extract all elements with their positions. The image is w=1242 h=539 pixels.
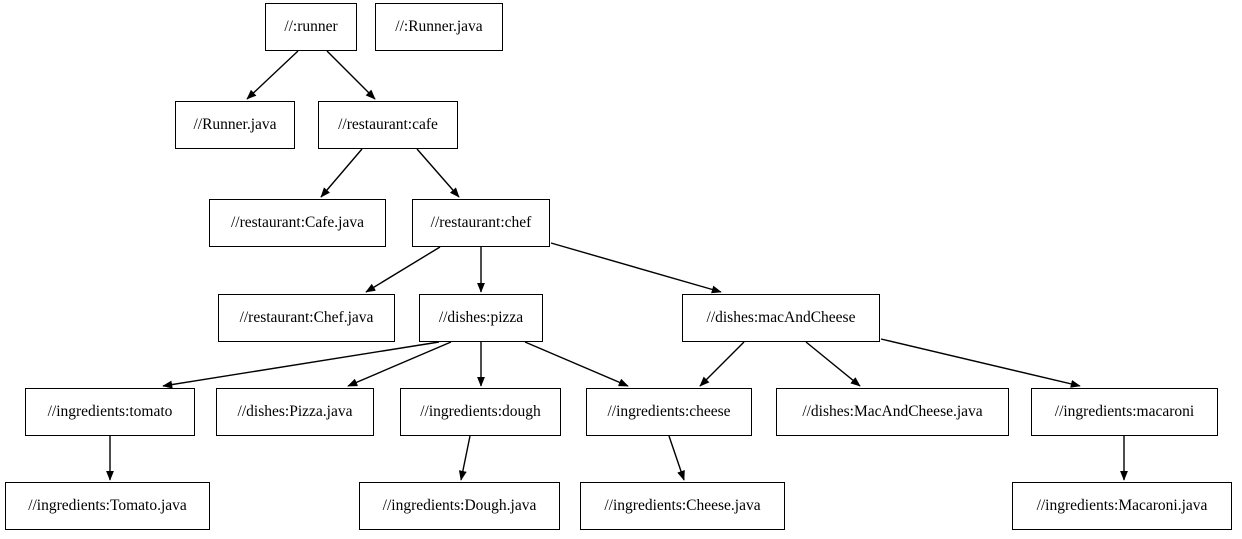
graph-node-label: //:runner bbox=[284, 18, 338, 36]
graph-edge-mac_and_cheese-to-mac_and_cheese_java bbox=[805, 341, 861, 387]
graph-edge-pizza-to-cheese bbox=[524, 341, 629, 387]
graph-node-runner[interactable]: //:runner bbox=[265, 3, 357, 51]
graph-node-label: //ingredients:tomato bbox=[47, 403, 173, 421]
graph-node-label: //Runner.java bbox=[193, 116, 277, 134]
graph-node-runner_java[interactable]: //Runner.java bbox=[175, 101, 295, 149]
graph-node-pizza_java[interactable]: //dishes:Pizza.java bbox=[216, 388, 374, 436]
graph-node-label: //restaurant:chef bbox=[430, 214, 532, 232]
graph-node-label: //dishes:macAndCheese bbox=[706, 309, 856, 327]
graph-edge-chef-to-chef_java bbox=[365, 246, 441, 293]
graph-node-macaroni[interactable]: //ingredients:macaroni bbox=[1031, 388, 1218, 436]
graph-edge-pizza-to-pizza_java bbox=[347, 341, 452, 387]
graph-node-cafe[interactable]: //restaurant:cafe bbox=[318, 101, 458, 149]
graph-edge-chef-to-mac_and_cheese bbox=[550, 242, 722, 294]
graph-node-label: //ingredients:cheese bbox=[607, 403, 731, 421]
graph-node-label: //dishes:MacAndCheese.java bbox=[802, 403, 983, 421]
graph-node-label: //restaurant:cafe bbox=[338, 116, 438, 134]
graph-node-cheese[interactable]: //ingredients:cheese bbox=[586, 388, 752, 436]
graph-node-label: //dishes:pizza bbox=[438, 309, 524, 327]
graph-edge-mac_and_cheese-to-macaroni bbox=[880, 338, 1081, 388]
graph-node-cafe_java[interactable]: //restaurant:Cafe.java bbox=[209, 199, 386, 247]
graph-node-label: //ingredients:Cheese.java bbox=[604, 497, 761, 515]
graph-node-dough_java[interactable]: //ingredients:Dough.java bbox=[359, 482, 560, 530]
graph-node-root_runner_java[interactable]: //:Runner.java bbox=[375, 3, 503, 51]
graph-node-label: //ingredients:macaroni bbox=[1054, 403, 1195, 421]
graph-edge-cafe-to-chef bbox=[416, 148, 460, 198]
graph-edge-pizza-to-tomato bbox=[162, 341, 440, 389]
graph-node-tomato[interactable]: //ingredients:tomato bbox=[25, 388, 195, 436]
graph-node-chef_java[interactable]: //restaurant:Chef.java bbox=[218, 294, 395, 342]
graph-node-label: //ingredients:Dough.java bbox=[382, 497, 537, 515]
graph-edge-dough-to-dough_java bbox=[458, 435, 471, 481]
graph-edge-cheese-to-cheese_java bbox=[668, 435, 685, 481]
graph-edge-mac_and_cheese-to-cheese bbox=[699, 341, 745, 387]
graph-edge-runner-to-cafe bbox=[326, 50, 376, 100]
graph-node-macaroni_java[interactable]: //ingredients:Macaroni.java bbox=[1012, 482, 1232, 530]
graph-node-mac_and_cheese[interactable]: //dishes:macAndCheese bbox=[682, 294, 880, 342]
graph-node-label: //:Runner.java bbox=[395, 18, 483, 36]
graph-node-label: //dishes:Pizza.java bbox=[237, 403, 353, 421]
graph-node-cheese_java[interactable]: //ingredients:Cheese.java bbox=[580, 482, 785, 530]
graph-node-label: //restaurant:Chef.java bbox=[239, 309, 374, 327]
graph-node-pizza[interactable]: //dishes:pizza bbox=[419, 294, 543, 342]
graph-node-dough[interactable]: //ingredients:dough bbox=[400, 388, 561, 436]
graph-node-mac_and_cheese_java[interactable]: //dishes:MacAndCheese.java bbox=[776, 388, 1009, 436]
graph-edge-cafe-to-cafe_java bbox=[320, 148, 363, 198]
graph-node-tomato_java[interactable]: //ingredients:Tomato.java bbox=[5, 482, 210, 530]
graph-edge-runner-to-runner_java bbox=[246, 50, 299, 100]
graph-node-label: //ingredients:Macaroni.java bbox=[1036, 497, 1208, 515]
graph-node-chef[interactable]: //restaurant:chef bbox=[412, 199, 550, 247]
graph-node-label: //restaurant:Cafe.java bbox=[231, 214, 364, 232]
graph-node-label: //ingredients:Tomato.java bbox=[28, 497, 187, 515]
graph-node-label: //ingredients:dough bbox=[420, 403, 541, 421]
